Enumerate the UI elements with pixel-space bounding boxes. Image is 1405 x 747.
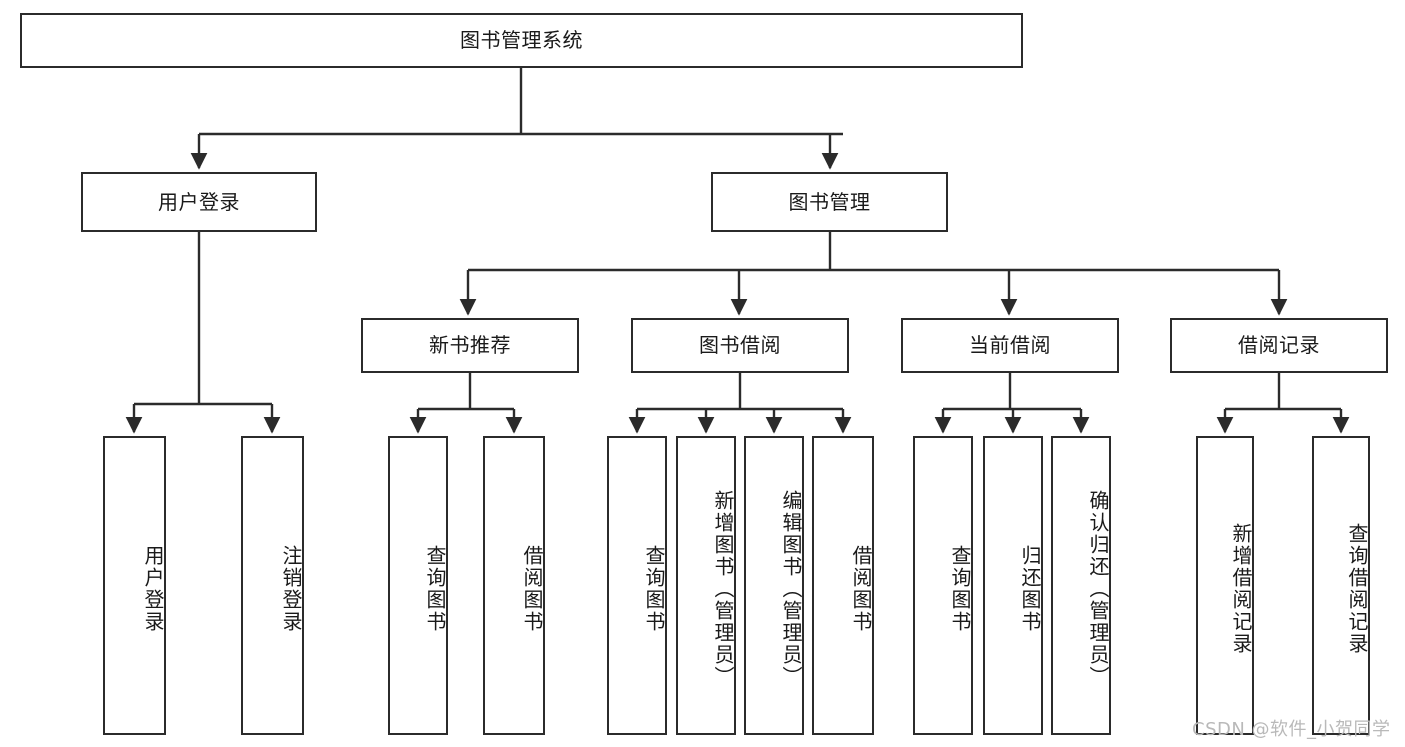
leaf-add-book-admin-label: 新增图书（管理员） bbox=[711, 489, 735, 688]
leaf-query-books-borrow-label: 查询图书 bbox=[642, 544, 666, 633]
leaf-query-books-recommend-label: 查询图书 bbox=[423, 544, 447, 633]
node-new-book-recommend[interactable]: 新书推荐 bbox=[361, 318, 579, 373]
node-borrow-record-label: 借阅记录 bbox=[1238, 333, 1320, 358]
leaf-return-books-label: 归还图书 bbox=[1018, 544, 1042, 633]
leaf-logout-label: 注销登录 bbox=[279, 544, 303, 633]
leaf-add-borrow-record-label: 新增借阅记录 bbox=[1229, 522, 1253, 655]
node-borrow-record[interactable]: 借阅记录 bbox=[1170, 318, 1388, 373]
leaf-query-books-borrow[interactable]: 查询图书 bbox=[607, 436, 667, 735]
node-new-book-recommend-label: 新书推荐 bbox=[429, 333, 511, 358]
leaf-query-books-recommend[interactable]: 查询图书 bbox=[388, 436, 448, 735]
leaf-user-login-label: 用户登录 bbox=[141, 544, 165, 633]
csdn-watermark: CSDN @软件_小贺同学 bbox=[1192, 719, 1391, 740]
leaf-borrow-books-label: 借阅图书 bbox=[849, 544, 873, 633]
node-book-borrow[interactable]: 图书借阅 bbox=[631, 318, 849, 373]
node-book-management-label: 图书管理 bbox=[788, 189, 871, 214]
node-root-label: 图书管理系统 bbox=[460, 28, 583, 53]
leaf-add-book-admin[interactable]: 新增图书（管理员） bbox=[676, 436, 736, 735]
leaf-query-borrow-record[interactable]: 查询借阅记录 bbox=[1312, 436, 1370, 735]
node-current-borrow[interactable]: 当前借阅 bbox=[901, 318, 1119, 373]
leaf-query-borrow-record-label: 查询借阅记录 bbox=[1345, 522, 1369, 655]
node-root[interactable]: 图书管理系统 bbox=[20, 13, 1023, 68]
leaf-add-borrow-record[interactable]: 新增借阅记录 bbox=[1196, 436, 1254, 735]
node-book-borrow-label: 图书借阅 bbox=[699, 333, 781, 358]
leaf-query-books-current-label: 查询图书 bbox=[948, 544, 972, 633]
leaf-return-books[interactable]: 归还图书 bbox=[983, 436, 1043, 735]
node-current-borrow-label: 当前借阅 bbox=[969, 333, 1051, 358]
leaf-confirm-return-admin[interactable]: 确认归还（管理员） bbox=[1051, 436, 1111, 735]
node-book-management[interactable]: 图书管理 bbox=[711, 172, 948, 232]
leaf-edit-book-admin[interactable]: 编辑图书（管理员） bbox=[744, 436, 804, 735]
node-user-login[interactable]: 用户登录 bbox=[81, 172, 317, 232]
leaf-confirm-return-admin-label: 确认归还（管理员） bbox=[1086, 489, 1110, 688]
leaf-logout[interactable]: 注销登录 bbox=[241, 436, 304, 735]
node-user-login-label: 用户登录 bbox=[158, 189, 240, 214]
leaf-user-login[interactable]: 用户登录 bbox=[103, 436, 166, 735]
leaf-edit-book-admin-label: 编辑图书（管理员） bbox=[779, 489, 803, 688]
leaf-borrow-books-recommend[interactable]: 借阅图书 bbox=[483, 436, 545, 735]
leaf-borrow-books-recommend-label: 借阅图书 bbox=[520, 544, 544, 633]
leaf-query-books-current[interactable]: 查询图书 bbox=[913, 436, 973, 735]
leaf-borrow-books[interactable]: 借阅图书 bbox=[812, 436, 874, 735]
